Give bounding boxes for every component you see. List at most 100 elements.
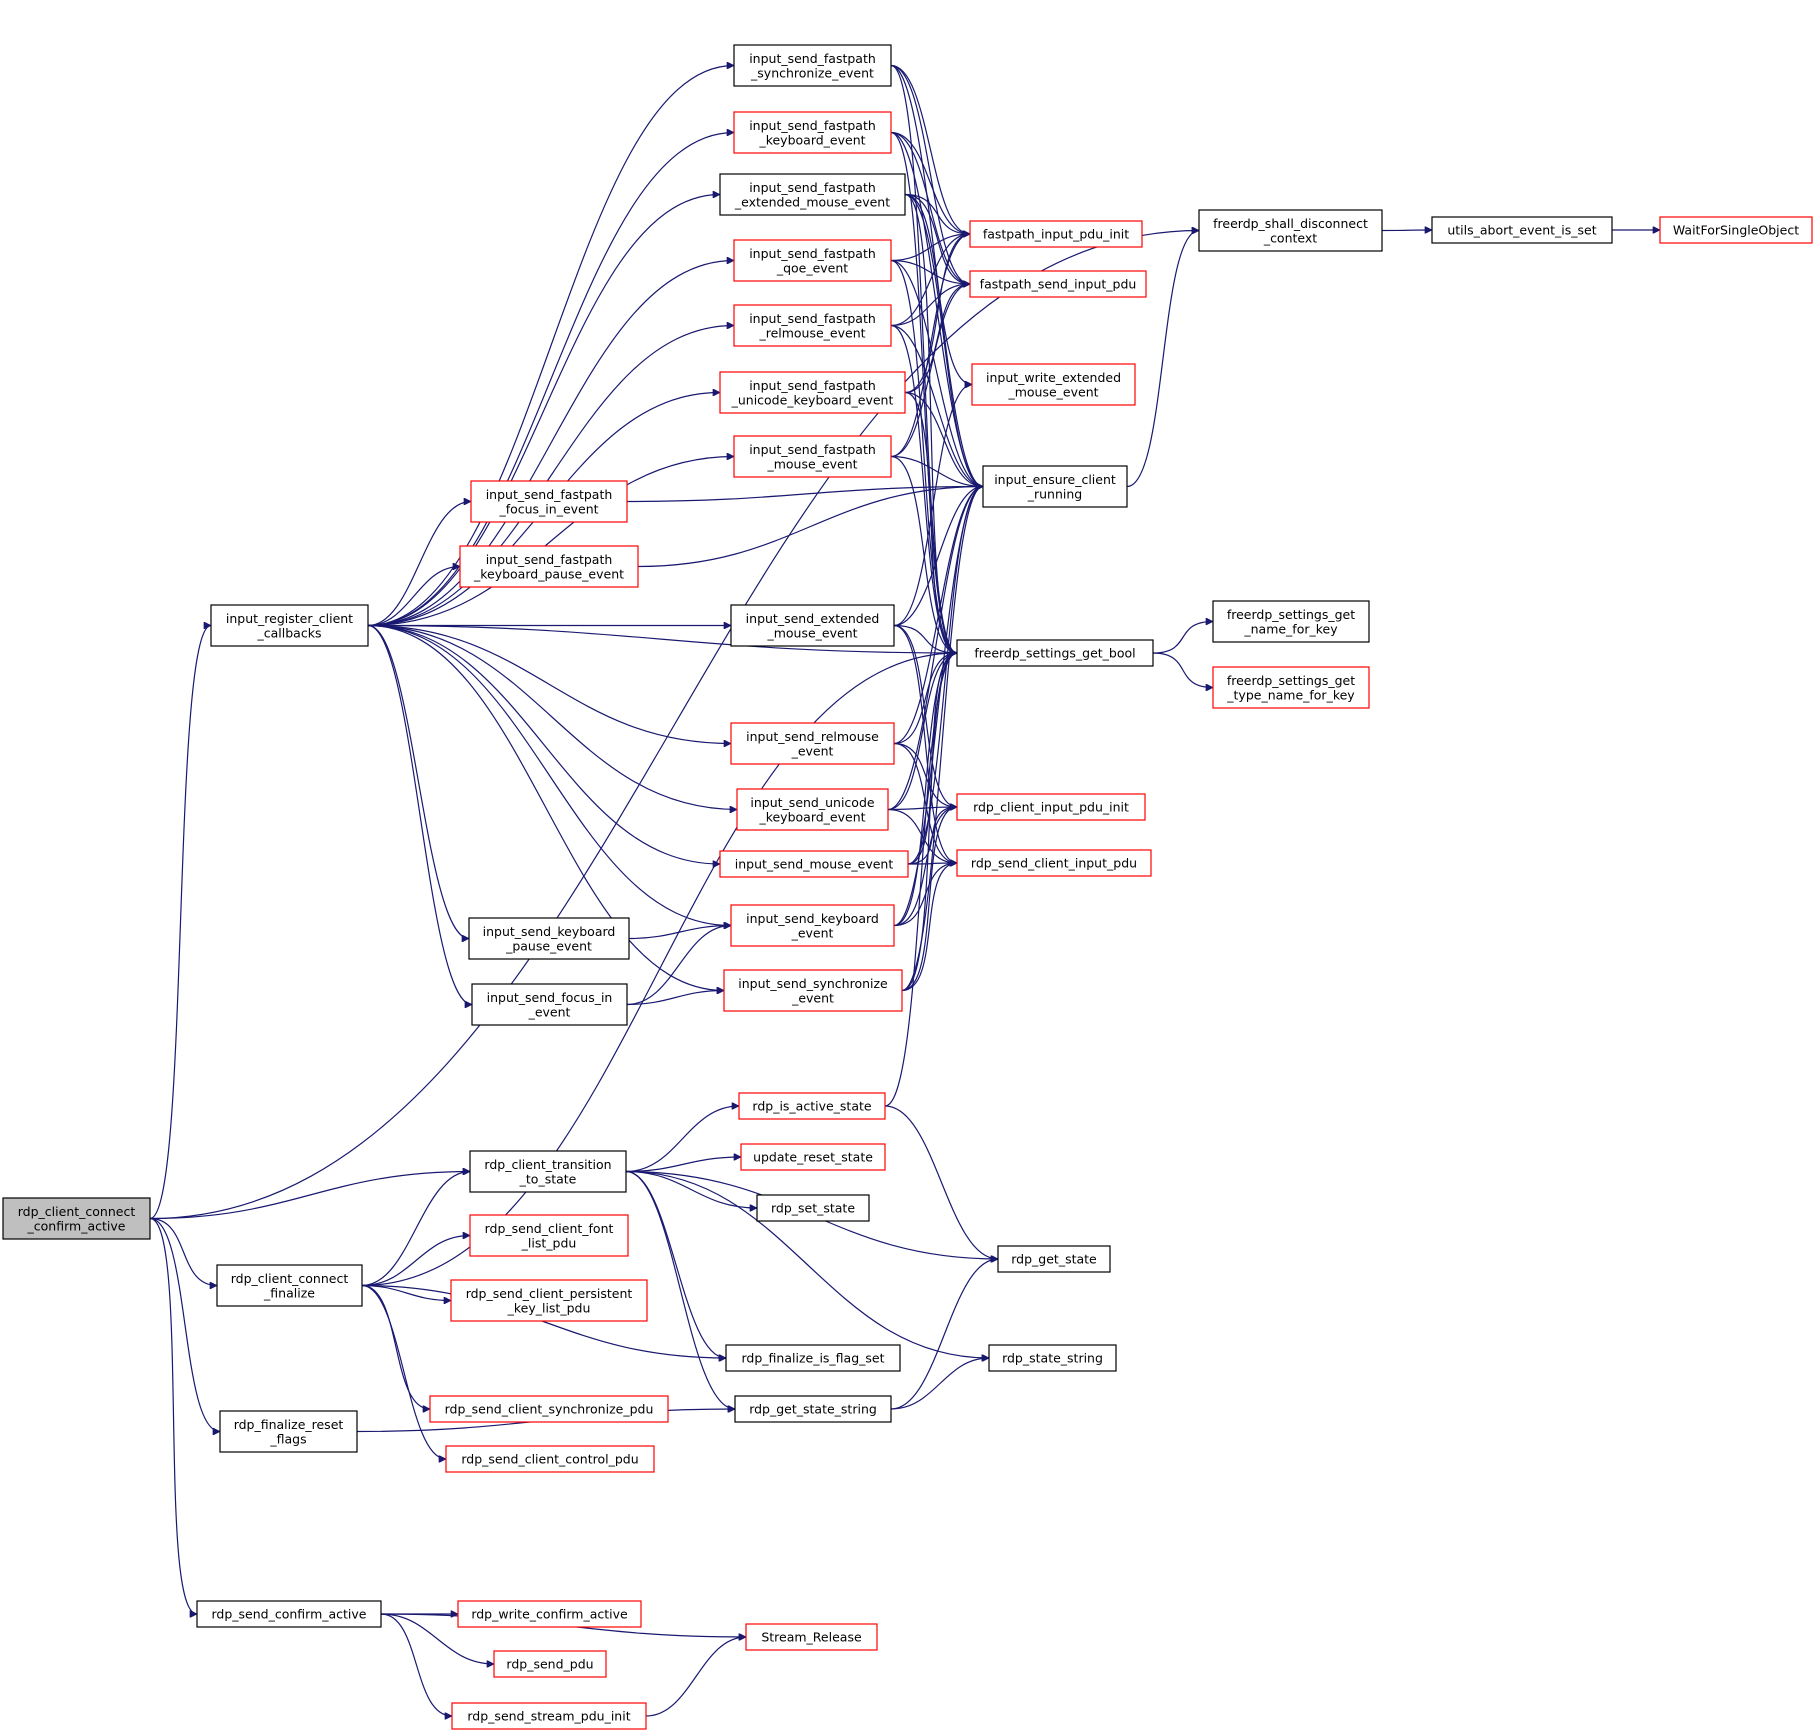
node-rfifs[interactable]: rdp_finalize_is_flag_set [725, 1344, 901, 1372]
node-kb[interactable]: input_send_keyboard_event [730, 904, 895, 947]
node-label: _extended_mouse_event [734, 194, 890, 209]
node-fp-mouse[interactable]: input_send_fastpath_mouse_event [733, 435, 892, 478]
node-label: _relmouse_event [758, 325, 865, 340]
edge-irc-to-fp_sync [367, 66, 734, 627]
node-box [719, 173, 906, 216]
node-iecr[interactable]: input_ensure_client_running [982, 465, 1128, 508]
node-fpi-init[interactable]: fastpath_input_pdu_init [969, 220, 1143, 248]
node-fp-rel[interactable]: input_send_fastpath_relmouse_event [733, 304, 892, 347]
node-uaes[interactable]: utils_abort_event_is_set [1431, 216, 1613, 244]
node-box [468, 917, 630, 960]
node-fp-send[interactable]: fastpath_send_input_pdu [969, 270, 1147, 298]
node-rscc[interactable]: rdp_send_client_control_pdu [445, 1445, 655, 1473]
node-fp-kb[interactable]: input_send_fastpath_keyboard_event [733, 111, 892, 154]
edge-rgss-to-rst [890, 1358, 989, 1410]
node-label: rdp_send_client_font [485, 1221, 614, 1236]
node-fp-sync[interactable]: input_send_fastpath_synchronize_event [733, 44, 892, 87]
node-fsgn[interactable]: freerdp_settings_get_name_for_key [1212, 600, 1370, 643]
node-rss[interactable]: rdp_set_state [756, 1194, 870, 1222]
node-label: rdp_send_pdu [506, 1657, 593, 1672]
edge [361, 1284, 446, 1460]
node-rscp[interactable]: rdp_send_client_persistent_key_list_pdu [450, 1279, 648, 1322]
node-box [723, 969, 903, 1012]
node-rscs[interactable]: rdp_send_client_synchronize_pdu [429, 1395, 669, 1423]
node-kb-pause[interactable]: input_send_keyboard_pause_event [468, 917, 630, 960]
node-urs[interactable]: update_reset_state [740, 1143, 886, 1171]
node-wfso[interactable]: WaitForSingleObject [1659, 216, 1813, 244]
edge [367, 624, 472, 1005]
node-label: _event [528, 1004, 571, 1019]
node-fp-qoe[interactable]: input_send_fastpath_qoe_event [733, 239, 892, 282]
node-ext-mouse[interactable]: input_send_extended_mouse_event [730, 604, 895, 647]
node-rgss[interactable]: rdp_get_state_string [734, 1395, 892, 1423]
node-box [736, 788, 889, 831]
node-rcipi[interactable]: rdp_client_input_pdu_init [956, 793, 1146, 821]
node-box [956, 849, 1152, 877]
node-rwca[interactable]: rdp_write_confirm_active [457, 1600, 642, 1628]
node-rsp[interactable]: rdp_send_pdu [493, 1650, 607, 1678]
node-label: _name_for_key [1243, 621, 1338, 636]
node-fp-uni[interactable]: input_send_fastpath_unicode_keyboard_eve… [719, 371, 906, 414]
node-root[interactable]: rdp_client_connect_confirm_active [2, 1197, 151, 1240]
edge-irc-to-sync [367, 624, 724, 991]
node-fsdc[interactable]: freerdp_shall_disconnect_context [1198, 209, 1383, 252]
edge-sca-to-rsp [380, 1613, 494, 1664]
node-label: Stream_Release [761, 1630, 862, 1645]
edge [1126, 231, 1199, 488]
node-ct[interactable]: rdp_client_transition_to_state [469, 1150, 627, 1193]
node-ras[interactable]: rdp_is_active_state [738, 1092, 886, 1120]
node-sync[interactable]: input_send_synchronize_event [723, 969, 903, 1012]
node-sca[interactable]: rdp_send_confirm_active [196, 1600, 382, 1628]
edge [628, 926, 731, 940]
node-rst[interactable]: rdp_state_string [988, 1344, 1117, 1372]
node-label: _key_list_pdu [507, 1300, 591, 1315]
edge-root-to-ct [149, 1172, 470, 1220]
edge-irc-to-focus_in [367, 624, 472, 1005]
edge-irc-to-fp_rel [367, 326, 734, 627]
node-label: input_send_synchronize [738, 976, 888, 991]
node-label: input_ensure_client [994, 472, 1116, 487]
node-unicode-kb[interactable]: input_send_unicode_keyboard_event [736, 788, 889, 831]
node-label: input_send_fastpath [749, 118, 876, 133]
edge-fp_qoe-to-fsgb [890, 259, 957, 654]
node-iwe[interactable]: input_write_extended_mouse_event [971, 363, 1136, 406]
node-relmouse[interactable]: input_send_relmouse_event [730, 722, 895, 765]
edge [380, 1613, 452, 1716]
node-rscf[interactable]: rdp_send_client_font_list_pdu [469, 1214, 629, 1257]
node-irc[interactable]: input_register_client_callbacks [210, 604, 369, 647]
node-rscip[interactable]: rdp_send_client_input_pdu [956, 849, 1152, 877]
node-mouse[interactable]: input_send_mouse_event [719, 850, 909, 878]
node-label: input_send_keyboard [483, 924, 616, 939]
node-box [733, 304, 892, 347]
node-label: input_send_fastpath [749, 180, 876, 195]
node-ccf[interactable]: rdp_client_connect_finalize [216, 1264, 363, 1307]
node-frf[interactable]: rdp_finalize_reset_flags [219, 1410, 358, 1453]
node-label: _context [1263, 230, 1317, 245]
node-fsgt[interactable]: freerdp_settings_get_type_name_for_key [1212, 666, 1370, 709]
node-box [725, 1344, 901, 1372]
edge-sync-to-rscip [901, 863, 957, 992]
node-rsspi[interactable]: rdp_send_stream_pdu_init [451, 1702, 647, 1730]
edge [890, 234, 970, 262]
node-fp-focus[interactable]: input_send_fastpath_focus_in_event [470, 480, 628, 523]
edge-kb-to-fsgb [893, 653, 957, 927]
edge-ccf-to-rscc [361, 1284, 446, 1460]
edge-ct-to-rgss [625, 1170, 735, 1410]
edge [625, 1170, 989, 1359]
node-fp-ext[interactable]: input_send_fastpath_extended_mouse_event [719, 173, 906, 216]
node-sr[interactable]: Stream_Release [745, 1623, 878, 1651]
node-rgs[interactable]: rdp_get_state [997, 1245, 1111, 1273]
node-focus-in[interactable]: input_send_focus_in_event [471, 983, 628, 1026]
node-fsgb[interactable]: freerdp_settings_get_bool [956, 639, 1154, 667]
node-label: update_reset_state [753, 1150, 873, 1165]
edge-ct-to-rst [625, 1170, 989, 1359]
edge-root-to-irc [149, 626, 211, 1220]
edge-ct-to-urs [625, 1157, 741, 1173]
edge [890, 284, 970, 327]
edge-focus_in-to-sync [626, 991, 724, 1006]
edge [361, 1284, 430, 1410]
edge-fp_ext-to-fp_send [904, 193, 970, 285]
node-fp-pause[interactable]: input_send_fastpath_keyboard_pause_event [459, 545, 639, 588]
node-label: _confirm_active [27, 1218, 126, 1233]
node-label: _keyboard_event [758, 132, 865, 147]
